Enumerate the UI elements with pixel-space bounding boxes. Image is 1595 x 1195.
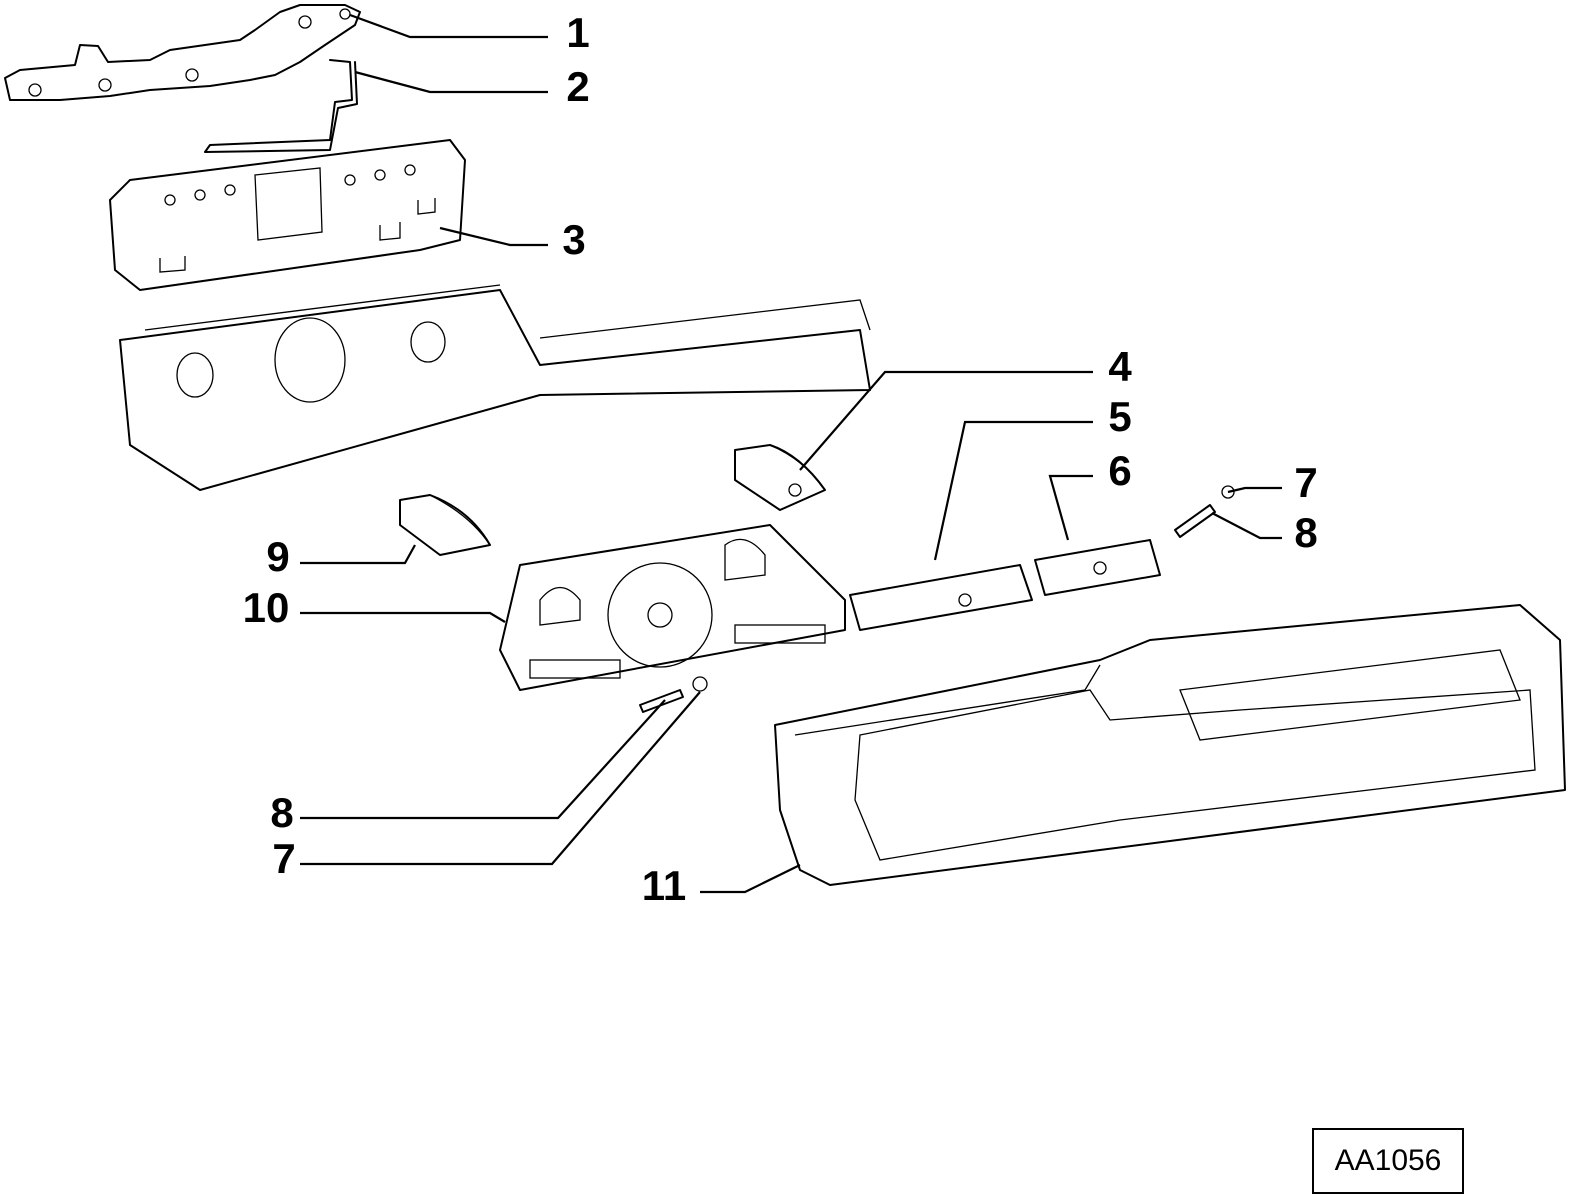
reference-code-box: AA1056	[1312, 1128, 1464, 1194]
leader-6	[1048, 474, 1093, 541]
leader-9	[300, 544, 416, 565]
part-4-gauge	[734, 444, 826, 511]
callout-9: 9	[266, 533, 289, 580]
callout-8a: 8	[1294, 509, 1317, 556]
leader-7b	[300, 691, 701, 866]
callout-10: 10	[243, 584, 290, 631]
leader-5	[933, 420, 1093, 561]
leader-7a	[1227, 486, 1282, 494]
part-7-8-fastener-left	[639, 676, 708, 713]
leader-2	[354, 70, 548, 94]
callout-7b: 7	[272, 835, 295, 882]
leader-3	[439, 226, 548, 247]
part-6-panel	[1034, 539, 1161, 596]
part-3-circuit-board	[109, 139, 466, 291]
callout-5: 5	[1108, 393, 1131, 440]
part-5-panel	[849, 564, 1033, 631]
part-2-bracket	[204, 59, 358, 153]
leader-1	[349, 13, 548, 39]
leader-11	[700, 864, 801, 894]
part-7-8-fastener-right	[1174, 485, 1235, 538]
callout-1: 1	[566, 9, 589, 56]
back-housing	[119, 284, 871, 491]
callout-4: 4	[1108, 343, 1132, 390]
callout-8b: 8	[270, 789, 293, 836]
leader-lines	[300, 13, 1282, 894]
reference-code: AA1056	[1334, 1144, 1442, 1177]
leader-10	[300, 611, 506, 623]
callout-2: 2	[566, 63, 589, 110]
callout-7a: 7	[1294, 459, 1317, 506]
callout-11: 11	[642, 862, 686, 909]
part-11-front-bezel	[774, 604, 1566, 886]
part-1-circuit-strip	[4, 4, 361, 101]
callout-6: 6	[1108, 447, 1131, 494]
callout-3: 3	[562, 216, 585, 263]
leader-4	[799, 370, 1093, 471]
leader-8a	[1211, 512, 1282, 540]
callout-labels: 1 2 3 4 5 6 7 8 9 10 8 7 11	[243, 9, 1318, 909]
part-10-instrument-panel	[499, 524, 846, 691]
part-9-gauge	[399, 494, 491, 556]
leader-8b	[300, 699, 666, 820]
